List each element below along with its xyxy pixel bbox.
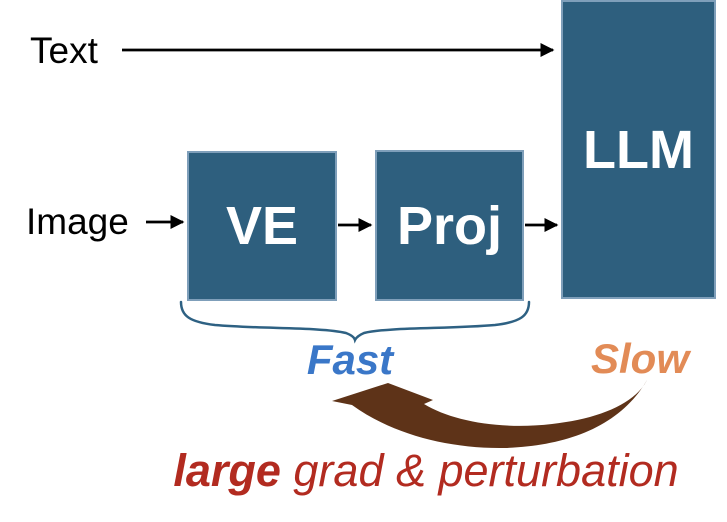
gradient-caption: large grad & perturbation <box>136 446 716 496</box>
slow-annotation: Slow <box>590 335 689 382</box>
gradient-caption-rest: grad & perturbation <box>280 445 679 496</box>
vision-encoder-block: VE <box>187 151 337 301</box>
vision-encoder-label: VE <box>225 196 299 256</box>
projector-block: Proj <box>375 150 524 301</box>
projector-label: Proj <box>396 195 503 256</box>
fast-brace-icon <box>179 300 531 344</box>
feedback-swoosh-arrow-icon <box>332 380 647 449</box>
gradient-caption-bold: large <box>173 445 281 496</box>
llm-block: LLM <box>561 0 716 299</box>
llm-label: LLM <box>583 119 694 180</box>
text-input-label: Text <box>30 30 98 71</box>
image-input-label: Image <box>26 201 129 242</box>
fast-annotation: Fast <box>306 336 394 383</box>
